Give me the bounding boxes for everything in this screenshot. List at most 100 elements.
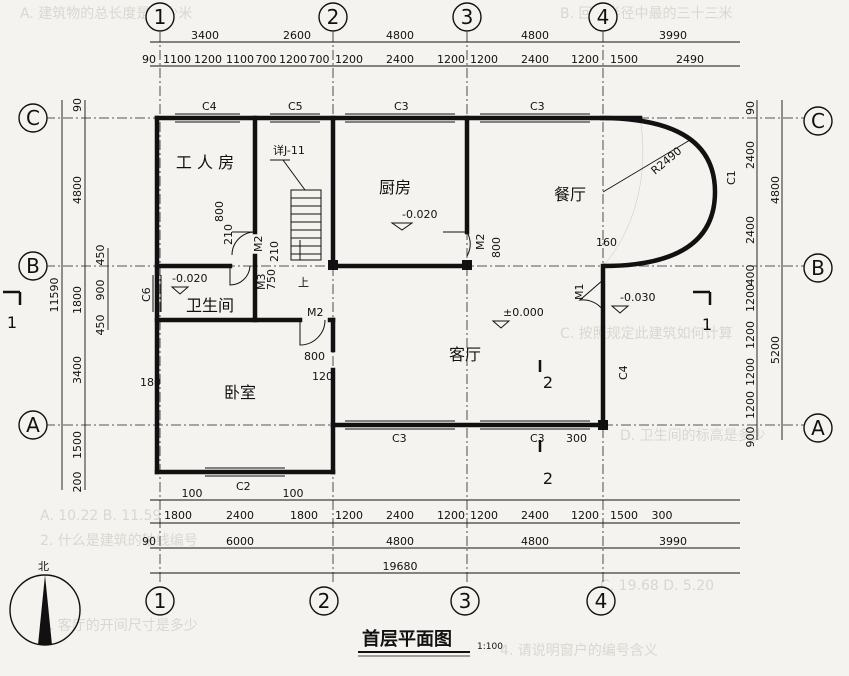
axis-label-A-right: A (811, 416, 825, 440)
dim-label: 2400 (226, 509, 254, 522)
room-dining: 餐厅 (554, 185, 586, 204)
dim-label: 1200 (744, 391, 757, 419)
window-label: C4 (617, 365, 630, 380)
room-bath: 卫生间 (186, 296, 234, 315)
axis-label-A: A (26, 413, 40, 437)
room-bedroom: 卧室 (224, 383, 256, 402)
bg-text-line: D. 卫生间的标高是多少 (620, 427, 766, 444)
window-label: C6 (140, 287, 153, 302)
dim-label: 2600 (283, 29, 311, 42)
right-dimension-lines (756, 100, 783, 440)
title-label: 首层平面图 (362, 628, 452, 650)
axis-bubbles: 1 2 3 4 1 2 3 4 C B A C B A (18, 2, 833, 616)
columns (328, 260, 608, 430)
dim-label: 4800 (769, 176, 782, 204)
door-label: M2 (474, 234, 487, 251)
stair-note: 详J-11 (273, 143, 305, 157)
axis-label-1-bottom: 1 (154, 589, 167, 613)
door-labels: M2 M3 M2 M2 M1 (252, 234, 586, 320)
dim-label: 800 (213, 201, 226, 222)
dim-label: 1500 (610, 53, 638, 66)
dim-label: 1500 (610, 509, 638, 522)
dim-label: 200 (71, 472, 84, 493)
door-label: M2 (252, 236, 265, 253)
dim-label: 90 (142, 53, 156, 66)
bg-text-line: A. 10.22 B. 11.59 (40, 508, 161, 524)
window-labels: C4 C5 C3 C3 C3 C3 C2 C1 C6 C4 (140, 100, 738, 493)
window-label: C4 (202, 100, 217, 113)
dim-label: 1200 (437, 509, 465, 522)
bottom-dims-row1: 100 100 1800 2400 1800 1200 2400 1200 12… (164, 487, 673, 522)
window-label: C2 (236, 480, 251, 493)
dim-label: 1100 (226, 53, 254, 66)
top-dims-row2: 90 1100 1200 1100 700 1200 700 1200 2400… (142, 53, 704, 66)
axis-label-B-right: B (811, 256, 825, 280)
elevation-marks: -0.020 -0.020 ±0.000 -0.030 (170, 208, 655, 329)
dim-label: 1200 (744, 358, 757, 386)
bg-text-line: 4. 请说明窗户的编号含义 (500, 642, 658, 659)
dim-label: 750 (265, 269, 278, 290)
elevation-label: -0.030 (620, 291, 655, 304)
radius-label: R2490 (649, 144, 685, 177)
dim-label: 4800 (386, 29, 414, 42)
dim-label: 450 (94, 315, 107, 336)
north-arrow: 北 (9, 560, 81, 646)
dim-label: 2400 (744, 141, 757, 169)
dim-label: 1100 (163, 53, 191, 66)
drawing-title: 首层平面图 1:100 (358, 628, 503, 657)
north-label: 北 (38, 560, 49, 573)
door-swings (229, 231, 604, 346)
stair-up-label: 上 (298, 276, 309, 289)
dim-label: 5200 (769, 336, 782, 364)
axis-label-B: B (26, 254, 40, 278)
section-label: 1 (702, 315, 712, 334)
dim-label: 160 (596, 236, 617, 249)
window-label: C5 (288, 100, 303, 113)
section-marks (3, 290, 712, 452)
dim-label: 400 (744, 265, 757, 286)
dim-label: 1200 (470, 509, 498, 522)
bottom-dimension-lines (150, 499, 740, 574)
dim-label: 1200 (437, 53, 465, 66)
axis-label-3: 3 (461, 5, 474, 29)
dim-label: 4800 (521, 29, 549, 42)
dim-label: 300 (566, 432, 587, 445)
dim-label: 90 (744, 101, 757, 115)
dim-label: 300 (652, 509, 673, 522)
right-dims: 90 2400 2400 4800 900 400 1200 1200 1200… (744, 101, 782, 448)
section-label: 2 (543, 469, 553, 488)
walls (154, 115, 643, 475)
window-marks (152, 113, 590, 477)
axis-label-3-bottom: 3 (459, 589, 472, 613)
dim-label: 900 (744, 427, 757, 448)
section-label: 2 (543, 373, 553, 392)
dim-label: 1200 (194, 53, 222, 66)
dim-label: 1200 (335, 509, 363, 522)
bg-text-line: C. 19.68 D. 5.20 (600, 578, 714, 594)
axis-label-2-bottom: 2 (318, 589, 331, 613)
dim-label: 1200 (335, 53, 363, 66)
dim-label: 1500 (71, 431, 84, 459)
curved-wall (599, 115, 718, 269)
dim-label: 3990 (659, 29, 687, 42)
window-label: C3 (530, 100, 545, 113)
left-dimension-lines (61, 100, 109, 490)
elevation-label: -0.020 (172, 272, 207, 285)
door-label: M1 (573, 284, 586, 301)
left-dims: 11590 90 4800 1800 3400 1500 200 450 900… (48, 98, 107, 493)
total-width-label: 19680 (383, 560, 418, 573)
dim-label: 2400 (744, 216, 757, 244)
axis-label-1: 1 (154, 5, 167, 29)
axis-label-4: 4 (597, 5, 610, 29)
dim-label: 2400 (386, 509, 414, 522)
axis-label-2: 2 (327, 5, 340, 29)
dim-label: 3400 (191, 29, 219, 42)
misc-dims: 210 800 210 750 160 800 120 180 800 300 (140, 201, 617, 445)
dim-label: 180 (140, 376, 161, 389)
dim-label: 700 (256, 53, 277, 66)
dim-label: 6000 (226, 535, 254, 548)
dim-label: 1800 (71, 286, 84, 314)
dim-label: 2400 (386, 53, 414, 66)
dim-label: 1800 (164, 509, 192, 522)
dim-label: 1800 (290, 509, 318, 522)
